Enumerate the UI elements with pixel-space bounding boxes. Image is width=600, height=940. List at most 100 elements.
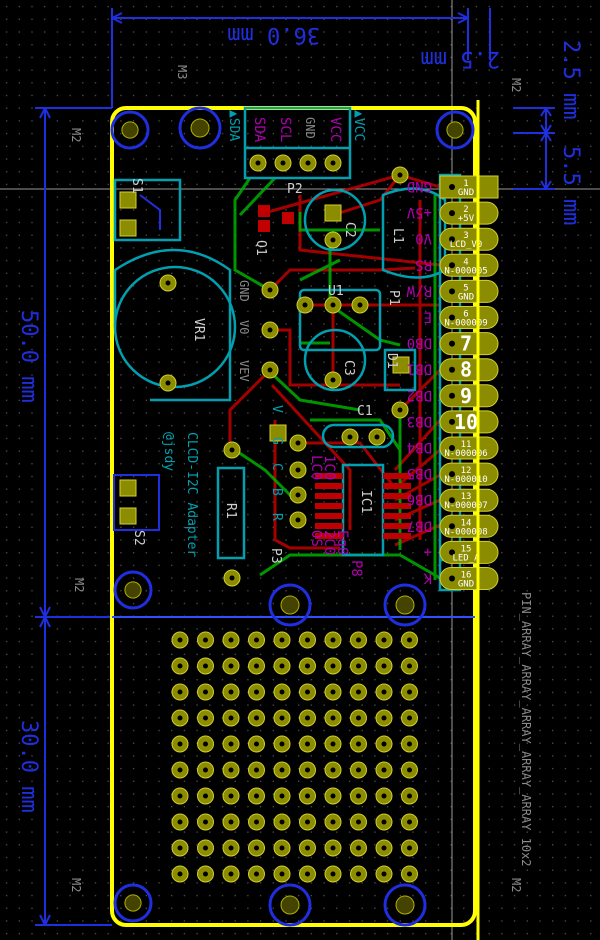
mounting-hole (435, 110, 475, 150)
p1-side-label: DB0 (407, 335, 432, 351)
p1-pin-net: GND (458, 580, 474, 590)
perfboard-hole (407, 741, 412, 747)
mounting-hole-pad (124, 894, 142, 912)
p1-pin-number: 1 (463, 179, 468, 189)
pad-hole (295, 467, 301, 473)
dimension-left (35, 107, 112, 926)
ic-smd-pad (315, 533, 343, 539)
perfboard-hole (381, 871, 387, 877)
p1-pin-net: N-000005 (444, 266, 487, 276)
perfboard-hole (177, 871, 183, 877)
pad-hole (267, 367, 273, 373)
svg-text:2C0: 2C0 (321, 530, 337, 555)
dimension-perf-label: 30.0 mm (16, 720, 41, 813)
p1-pin-net: +5V (458, 214, 475, 224)
p1-pad-hole (449, 445, 455, 451)
perfboard-hole (177, 637, 183, 643)
p1-side-label: DB1 (407, 361, 432, 377)
pad-hole (267, 287, 273, 293)
perfboard-hole (381, 767, 387, 773)
p1-side-label: + (424, 543, 432, 559)
p1-pad-hole (449, 471, 455, 478)
svg-text:OS: OS (308, 530, 324, 547)
svg-text:P8: P8 (348, 560, 364, 577)
perfboard-hole (177, 689, 183, 695)
p1-pin-net: N-000010 (444, 475, 487, 485)
perfboard-hole (330, 637, 336, 643)
svg-text:LC0: LC0 (308, 455, 324, 480)
p1-pin-number: 15 (461, 544, 472, 554)
ref-s2: S2 (131, 530, 146, 546)
ic-smd-pad (315, 523, 343, 529)
square-pad (324, 204, 342, 222)
perfboard-hole (356, 689, 361, 695)
pad-hole (280, 160, 286, 166)
perfboard-area (171, 631, 418, 883)
perfboard-hole (330, 845, 336, 851)
square-pad (392, 356, 410, 374)
perfboard-hole (330, 741, 336, 747)
perfboard-hole (203, 637, 208, 643)
ic-smd-pad (383, 493, 411, 499)
p1-pad-hole (449, 523, 455, 530)
ref-s1: S1 (129, 178, 144, 194)
perfboard-hole (305, 741, 310, 747)
perfboard-hole (356, 663, 361, 669)
perfboard-hole (228, 845, 234, 851)
perfboard-hole (330, 819, 336, 825)
p1-pad (439, 436, 499, 460)
p1-pad-hole (449, 497, 455, 504)
p1-pad-hole (449, 184, 455, 190)
svg-text:VEV: VEV (237, 360, 251, 382)
perfboard-hole (279, 767, 285, 773)
p1-pad-hole (449, 549, 455, 556)
perfboard-hole (228, 793, 234, 799)
perfboard-hole (407, 637, 412, 643)
pad-hole (165, 280, 171, 286)
pad-hole (165, 380, 171, 386)
ic-smd-pad (315, 503, 343, 509)
ic-smd-pad (315, 483, 343, 489)
perfboard-hole (254, 637, 259, 643)
svg-text:▲VCC: ▲VCC (351, 110, 366, 141)
p1-pin-net: LCD_V0 (450, 240, 483, 250)
svg-text:V: V (269, 405, 284, 413)
perfboard-hole (254, 767, 259, 773)
perfboard-hole (330, 663, 336, 669)
p1-pin-net: N-000008 (444, 527, 487, 537)
svg-text:GND: GND (237, 280, 251, 302)
p1-pad (439, 384, 499, 408)
p1-side-label: V0 (415, 230, 432, 246)
perfboard-hole (279, 871, 285, 877)
perfboard-hole (407, 767, 412, 773)
ref-u1: U1 (328, 284, 344, 299)
pad-hole (330, 302, 336, 308)
board-title: CLCD-I2C Adapter (184, 432, 199, 557)
p1-pad-hole (449, 340, 455, 347)
mounting-hole (383, 583, 427, 627)
ref-vr1: VR1 (191, 318, 206, 341)
perfboard-hole (407, 871, 412, 877)
p1-pin-number: 10 (454, 410, 478, 434)
mounting-hole-pad (395, 595, 415, 615)
p1-pin-number: 2 (463, 205, 468, 215)
pad-hole (357, 302, 363, 308)
ic-smd-pad (383, 513, 411, 519)
p1-pin-net: N-000007 (444, 501, 487, 511)
dimension-right (513, 107, 555, 190)
p1-side-label: RS (415, 256, 432, 272)
dimension-width-label: 36.0 mm (227, 22, 320, 47)
vr1-labels: GND V0 VEV (237, 280, 251, 382)
p1-pad (439, 567, 499, 590)
p1-pad (439, 488, 499, 512)
dimension-offset-label: 2.5 mm (421, 46, 500, 71)
p1-side-label: E (424, 309, 432, 325)
ref-p1: P1 (386, 290, 401, 306)
perfboard-hole (177, 715, 183, 721)
p1-pad-hole (449, 262, 455, 269)
dimension-top (111, 8, 491, 108)
ic1-pin-labels: LC0 1C0 Eq0 2C0 P8 OS (308, 455, 364, 577)
perfboard-hole (305, 793, 310, 799)
